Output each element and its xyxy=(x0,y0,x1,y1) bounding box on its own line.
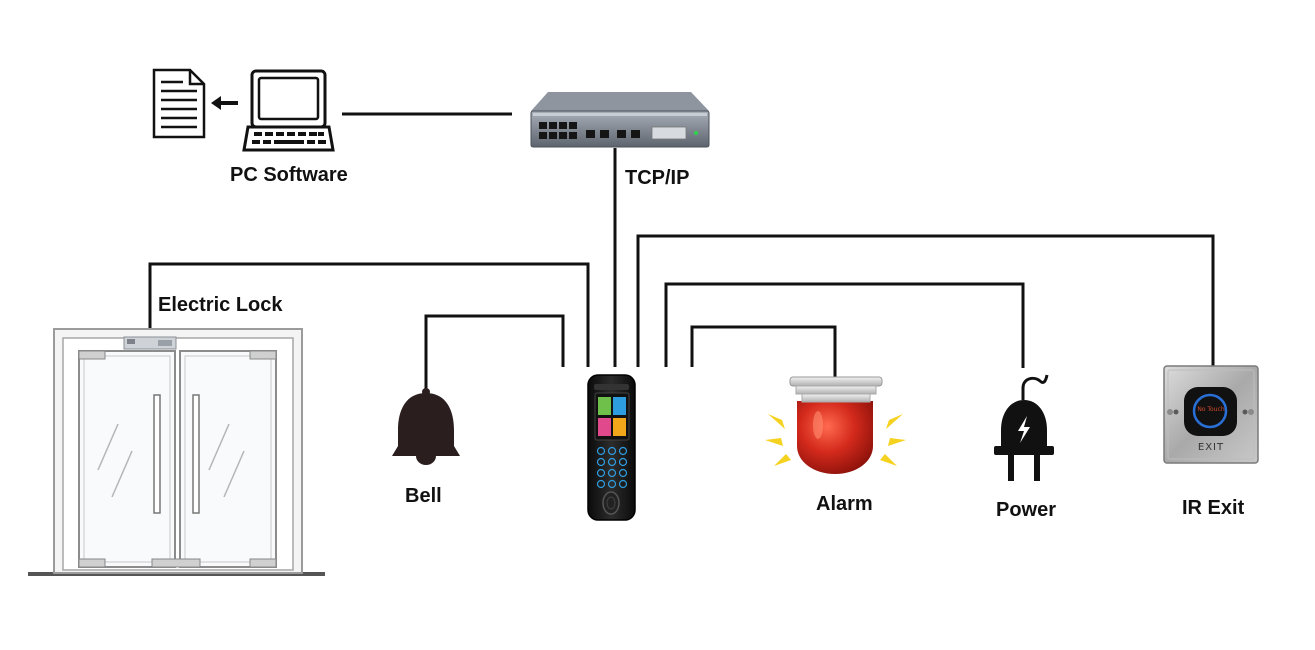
exit-button-top-text: No Touch xyxy=(1197,406,1225,413)
power-plug-icon xyxy=(994,374,1054,481)
access-control-terminal-icon xyxy=(587,374,636,521)
tcp-ip-label: TCP/IP xyxy=(625,167,690,189)
ir-exit-button-icon xyxy=(1163,365,1259,464)
wire-ir-exit xyxy=(636,234,1215,368)
wire-power xyxy=(664,282,1025,368)
computer-icon xyxy=(242,69,335,152)
wire-bell xyxy=(424,314,565,393)
wire-electric-lock xyxy=(148,262,590,367)
ir-exit-label: IR Exit xyxy=(1182,497,1245,519)
exit-button-bottom-text: EXIT xyxy=(1197,442,1225,453)
electric-lock-label: Electric Lock xyxy=(158,294,283,316)
bell-label: Bell xyxy=(405,485,442,507)
alarm-siren-icon xyxy=(765,376,906,474)
wires xyxy=(148,112,1215,393)
arrow-left-icon xyxy=(211,96,238,110)
glass-door-icon xyxy=(28,328,325,576)
pc-software-label: PC Software xyxy=(230,164,348,186)
alarm-label: Alarm xyxy=(816,493,873,515)
power-label: Power xyxy=(996,499,1057,521)
wire-alarm xyxy=(690,325,837,378)
document-icon xyxy=(152,68,206,139)
bell-icon xyxy=(392,388,460,465)
network-switch-icon xyxy=(530,92,710,148)
